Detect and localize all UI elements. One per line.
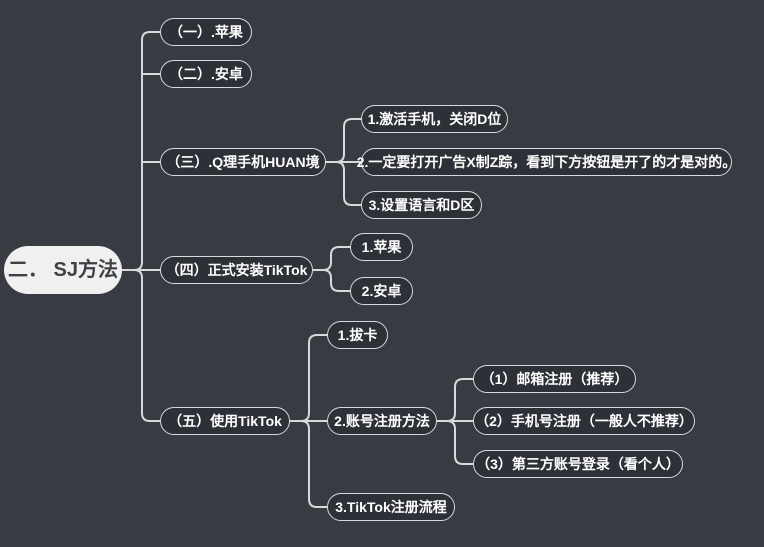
node-label: （五）使用TikTok xyxy=(168,413,282,429)
connector-branch3-to-child1 xyxy=(312,269,351,292)
connector-branch4-to-child0 xyxy=(289,334,328,422)
mindmap-node-register-flow[interactable]: 3.TikTok注册流程 xyxy=(327,493,455,521)
connector-register-to-child0 xyxy=(436,378,474,422)
node-label: （三）.Q理手机HUAN境 xyxy=(166,154,320,170)
mindmap-node-use-tiktok[interactable]: （五）使用TikTok xyxy=(160,407,290,435)
mindmap-node-activate-phone[interactable]: 1.激活手机，关闭D位 xyxy=(361,105,508,133)
mindmap-node-phone-register[interactable]: （2）手机号注册（一般人不推荐） xyxy=(473,407,695,435)
mindmap-node-install-tiktok[interactable]: （四）正式安装TikTok xyxy=(160,256,313,284)
node-label: （一）.苹果 xyxy=(169,24,243,40)
mindmap-node-install-android[interactable]: 2.安卓 xyxy=(350,277,413,305)
node-label: （二）.安卓 xyxy=(169,66,243,82)
node-label: 1.苹果 xyxy=(361,239,402,255)
mindmap-node-android[interactable]: （二）.安卓 xyxy=(160,60,252,88)
mindmap-node-email-register[interactable]: （1）邮箱注册（推荐） xyxy=(473,365,636,393)
mindmap-node-install-apple[interactable]: 1.苹果 xyxy=(350,233,413,261)
mindmap-node-remove-sim[interactable]: 1.拔卡 xyxy=(327,321,388,349)
mindmap-node-ad-tracking[interactable]: 2.一定要打开广告X制Z踪，看到下方按钮是开了的才是对的。 xyxy=(357,148,736,176)
connector-register-to-child2 xyxy=(436,420,474,465)
node-label: （1）邮箱注册（推荐） xyxy=(480,371,629,387)
node-label: 2.安卓 xyxy=(361,283,402,299)
node-label: （3）第三方账号登录（看个人） xyxy=(476,456,680,472)
root-label: 二． SJ方法 xyxy=(7,259,119,281)
mindmap-node-phone-env[interactable]: （三）.Q理手机HUAN境 xyxy=(160,148,326,176)
node-label: （2）手机号注册（一般人不推荐） xyxy=(475,413,693,429)
connector-branch4-to-child2 xyxy=(289,420,328,508)
mindmap-node-register-methods[interactable]: 2.账号注册方法 xyxy=(327,407,437,435)
node-label: 1.拔卡 xyxy=(337,327,378,343)
connector-branch3-to-child0 xyxy=(312,246,351,271)
connector-branch2-to-child2 xyxy=(325,161,362,206)
mindmap-node-thirdparty-login[interactable]: （3）第三方账号登录（看个人） xyxy=(473,450,683,478)
node-label: 2.一定要打开广告X制Z踪，看到下方按钮是开了的才是对的。 xyxy=(356,154,737,170)
node-label: （四）正式安装TikTok xyxy=(165,262,308,278)
connector-root-to-branch0 xyxy=(121,31,161,271)
node-label: 3.TikTok注册流程 xyxy=(335,499,447,515)
node-label: 2.账号注册方法 xyxy=(334,413,430,429)
mindmap-node-language-region[interactable]: 3.设置语言和D区 xyxy=(361,191,482,219)
node-label: 3.设置语言和D区 xyxy=(368,197,475,213)
connector-root-to-branch4 xyxy=(121,269,161,422)
mindmap-node-apple[interactable]: （一）.苹果 xyxy=(160,18,252,46)
mindmap-root-node[interactable]: 二． SJ方法 xyxy=(4,246,122,294)
node-label: 1.激活手机，关闭D位 xyxy=(367,111,502,127)
